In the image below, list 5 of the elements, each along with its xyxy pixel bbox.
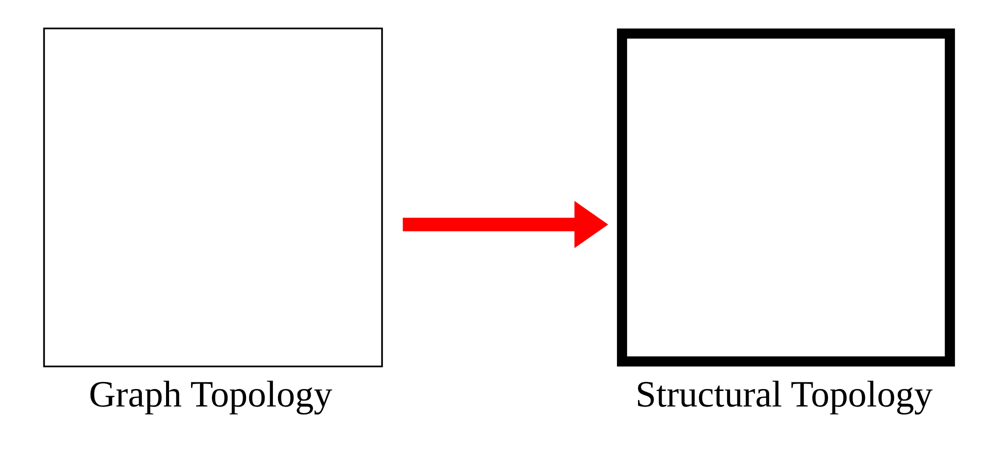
arrow xyxy=(402,200,608,248)
node-box xyxy=(43,28,383,368)
node-label: Graph Topology xyxy=(88,374,332,416)
node-box xyxy=(616,28,955,366)
node-label: Structural Topology xyxy=(636,374,933,416)
